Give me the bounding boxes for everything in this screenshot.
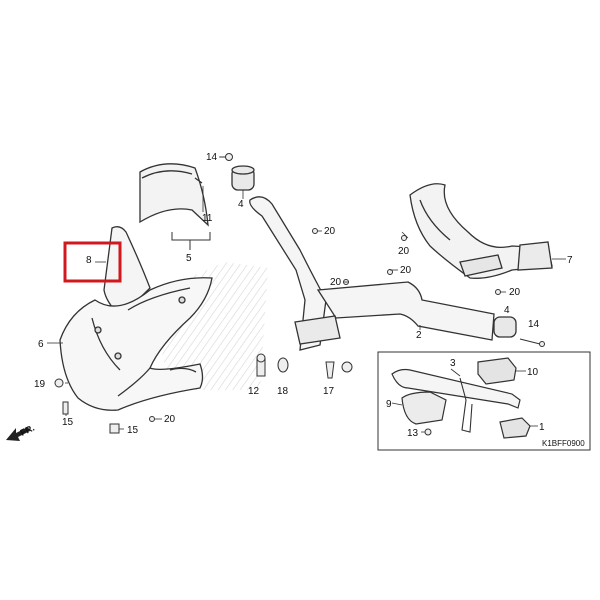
callout-13: 13 bbox=[407, 428, 419, 439]
callout-20: 20 bbox=[398, 246, 410, 257]
callout-20: 20 bbox=[509, 287, 521, 298]
leader-lines bbox=[47, 156, 566, 430]
callout-7: 7 bbox=[567, 255, 573, 266]
callout-8: 8 bbox=[86, 255, 92, 266]
handlebar-weight-part bbox=[231, 165, 255, 191]
switch-housing-part bbox=[409, 183, 553, 279]
callout-19: 19 bbox=[34, 379, 46, 390]
switch-part-10 bbox=[477, 357, 517, 385]
callout-5: 5 bbox=[186, 253, 192, 264]
front-direction-arrow bbox=[6, 427, 30, 441]
handlebar-part bbox=[249, 196, 517, 351]
callout-4: 4 bbox=[238, 199, 244, 210]
callout-2: 2 bbox=[416, 330, 422, 341]
screw-13 bbox=[424, 428, 432, 436]
callout-20: 20 bbox=[330, 277, 342, 288]
main-front-cover-part bbox=[59, 277, 213, 411]
callout-4: 4 bbox=[504, 305, 510, 316]
callout-10: 10 bbox=[527, 367, 539, 378]
callout-6: 6 bbox=[38, 339, 44, 350]
callout-12: 12 bbox=[248, 386, 260, 397]
callout-20: 20 bbox=[324, 226, 336, 237]
direction-label: FR. bbox=[19, 423, 36, 438]
callout-17: 17 bbox=[323, 386, 335, 397]
callout-20: 20 bbox=[164, 414, 176, 425]
highlight-box bbox=[63, 241, 122, 283]
bracket-5-11 bbox=[171, 232, 211, 241]
bolt-14-right bbox=[519, 338, 545, 347]
meter-cover-part bbox=[139, 163, 209, 227]
callout-1: 1 bbox=[539, 422, 545, 433]
callout-9: 9 bbox=[386, 399, 392, 410]
callout-18: 18 bbox=[277, 386, 289, 397]
inset-box bbox=[377, 351, 591, 451]
switch-part-1 bbox=[499, 417, 531, 439]
callout-14: 14 bbox=[206, 152, 218, 163]
callout-20: 20 bbox=[400, 265, 412, 276]
callout-15: 15 bbox=[127, 425, 139, 436]
diagram-code: K1BFF0900 bbox=[542, 439, 585, 448]
callout-15: 15 bbox=[62, 417, 74, 428]
callout-3: 3 bbox=[450, 358, 456, 369]
switch-cover-part-9 bbox=[401, 391, 447, 425]
callout-11: 11 bbox=[202, 213, 213, 224]
callout-14: 14 bbox=[528, 319, 540, 330]
